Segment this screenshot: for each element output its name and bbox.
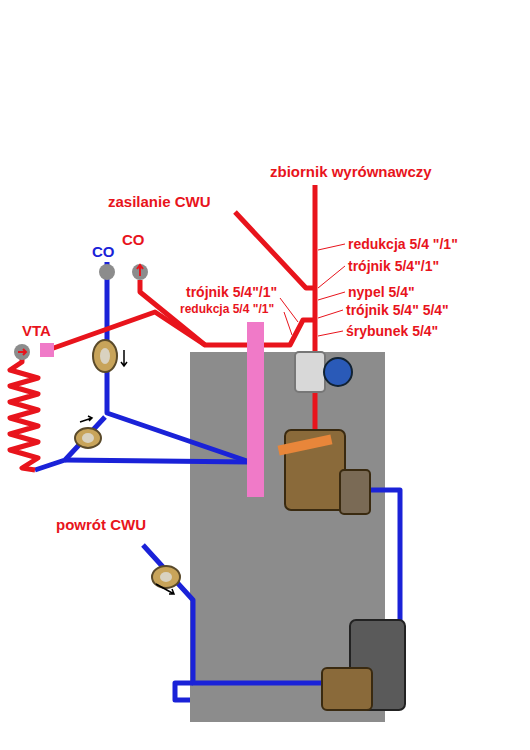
part-label: CO <box>122 232 145 247</box>
part-label: zbiornik wyrównawczy <box>270 164 432 179</box>
part-label: VTA <box>22 323 51 338</box>
part-label: trójnik 5/4"/1" <box>186 285 277 299</box>
part-label: trójnik 5/4"/1" <box>348 259 439 273</box>
co-circle <box>132 264 148 280</box>
pink-bar <box>247 322 264 497</box>
part-label: trójnik 5/4" 5/4" <box>346 303 449 317</box>
part-label: redukcja 5/4 "/1" <box>180 303 274 315</box>
part-label: powrót CWU <box>56 517 146 532</box>
part-label: śrybunek 5/4" <box>346 324 438 338</box>
vta-valve <box>40 343 54 357</box>
vta-circle <box>14 344 30 360</box>
part-label: zasilanie CWU <box>108 194 211 209</box>
valves <box>278 352 405 710</box>
co-circle <box>99 264 115 280</box>
part-label: CO <box>92 244 115 259</box>
supply-pipes <box>10 185 315 470</box>
part-label: redukcja 5/4 "/1" <box>348 237 458 251</box>
leader-lines <box>280 244 345 336</box>
part-label: nypel 5/4" <box>348 285 415 299</box>
return-pipes <box>35 262 400 700</box>
pumps <box>75 340 180 588</box>
